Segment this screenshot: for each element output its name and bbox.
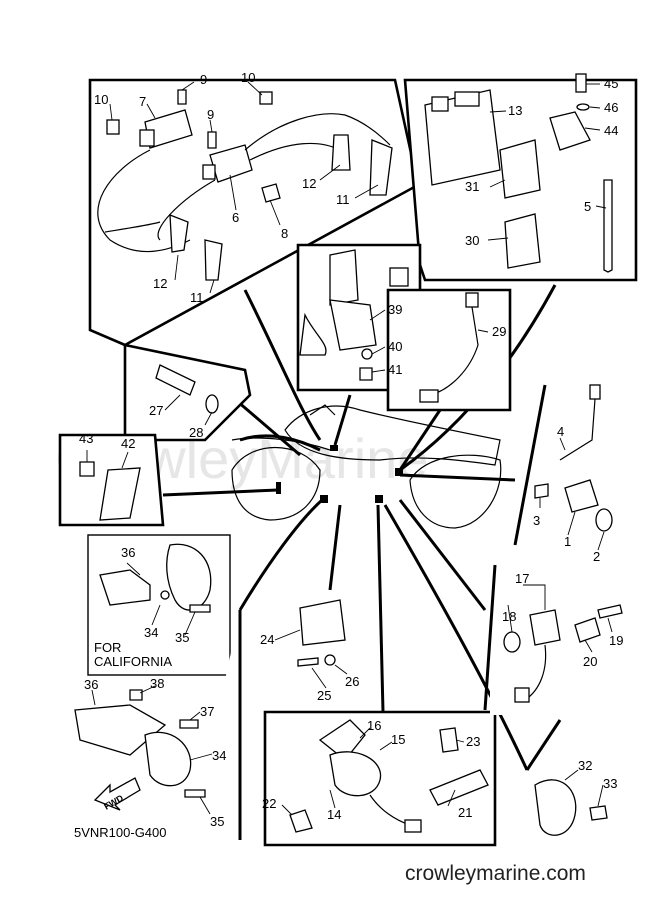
switch-panel [513,384,636,546]
callout-7: 7 [139,94,146,109]
callout-35-bottom: 35 [210,814,224,829]
california-box [87,534,231,676]
callout-37: 37 [200,704,214,719]
sensor-29-panel [386,288,512,412]
callout-33: 33 [603,776,617,791]
callout-8: 8 [281,226,288,241]
fwd-arrow-icon [93,777,141,811]
callout-15: 15 [391,732,405,747]
callout-31: 31 [465,179,479,194]
callout-4: 4 [557,424,564,439]
horn-panel [60,610,242,840]
callout-29: 29 [492,324,506,339]
callout-6: 6 [232,210,239,225]
callout-21: 21 [458,805,472,820]
callout-12-right: 12 [302,176,316,191]
callout-3: 3 [533,513,540,528]
california-note-line2: CALIFORNIA [94,654,172,669]
callout-34-top: 34 [144,625,158,640]
callout-36-bottom: 36 [84,677,98,692]
sensor-24-panel [288,592,378,712]
callout-12-left: 12 [153,276,167,291]
callout-40: 40 [388,339,402,354]
callout-10-left: 10 [94,92,108,107]
footer-url: crowleymarine.com [405,862,586,885]
callout-20: 20 [583,654,597,669]
callout-1: 1 [564,534,571,549]
callout-18: 18 [502,609,516,624]
callout-34-bottom: 34 [212,748,226,763]
leader-lines [86,81,613,816]
callout-36-top: 36 [121,545,135,560]
callout-43: 43 [79,431,93,446]
callout-30: 30 [465,233,479,248]
callout-41: 41 [388,362,402,377]
callout-25: 25 [317,688,331,703]
callouts: 9 10 7 10 9 6 8 12 11 12 11 13 31 30 5 4… [74,70,623,840]
callout-35-top: 35 [175,630,189,645]
callout-28: 28 [189,425,203,440]
callout-22: 22 [262,796,276,811]
callout-26: 26 [345,674,359,689]
sensor-17-panel [483,560,636,715]
callout-27: 27 [149,403,163,418]
bottom-center-panel [263,710,497,847]
horn-32-panel [525,719,636,845]
callout-2: 2 [593,549,600,564]
callout-39: 39 [388,302,402,317]
ecu-panel [403,73,638,282]
callout-44: 44 [604,123,618,138]
callout-38: 38 [150,676,164,691]
callout-42: 42 [121,436,135,451]
diagram-code: 5VNR100-G400 [74,825,167,840]
callout-45: 45 [604,76,618,91]
callout-24: 24 [260,632,274,647]
callout-14: 14 [327,807,341,822]
callout-10-right: 10 [241,70,255,85]
callout-11-left: 11 [190,290,204,305]
callout-19: 19 [609,633,623,648]
callout-5: 5 [584,199,591,214]
sensor-27-group [123,343,252,442]
california-note-line1: FOR [94,640,121,655]
ignition-coil-panel [88,78,420,347]
callout-17: 17 [515,571,529,586]
callout-16: 16 [367,718,381,733]
reflector-panel [58,433,165,527]
callout-9-top: 9 [200,72,207,87]
callout-32: 32 [578,758,592,773]
callout-23: 23 [466,734,480,749]
callout-9-mid: 9 [207,107,214,122]
callout-13: 13 [508,103,522,118]
callout-46: 46 [604,100,618,115]
callout-11-right: 11 [336,192,350,207]
